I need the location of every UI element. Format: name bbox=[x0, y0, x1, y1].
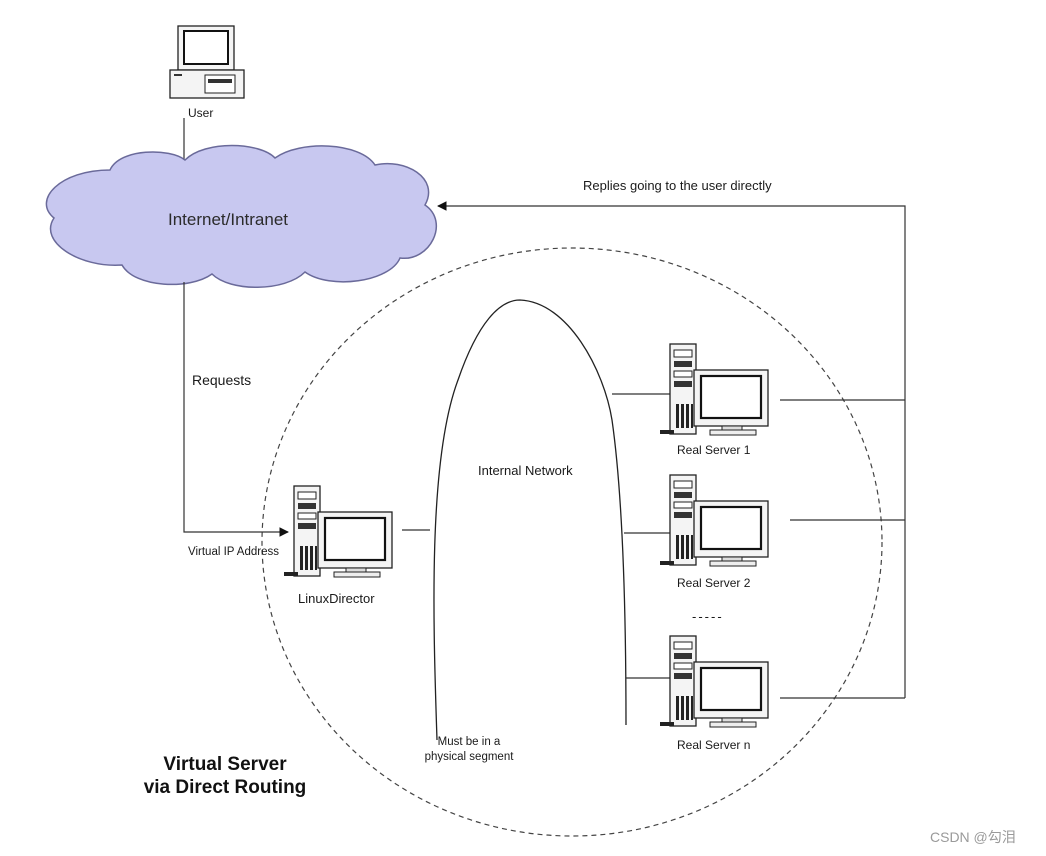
network-note-line-2: physical segment bbox=[424, 751, 514, 763]
cloud-label: Internet/Intranet bbox=[168, 210, 289, 229]
virtual-ip-label: Virtual IP Address bbox=[188, 546, 279, 558]
real-server-n-label: Real Server n bbox=[677, 738, 751, 752]
internet-cloud-icon bbox=[45, 144, 437, 288]
linux-director-server-icon bbox=[282, 484, 394, 579]
user-computer-icon bbox=[169, 25, 245, 99]
real-server-n-icon bbox=[658, 634, 770, 729]
linux-director-label: LinuxDirector bbox=[298, 591, 375, 606]
real-server-1-icon bbox=[658, 342, 770, 437]
diagram-title-line-1: Virtual Server bbox=[163, 754, 287, 775]
real-server-2-icon bbox=[658, 473, 770, 568]
watermark: CSDN @勾泪 bbox=[930, 829, 1016, 845]
replies-flow-line bbox=[437, 201, 906, 698]
real-server-2-label: Real Server 2 bbox=[677, 576, 751, 590]
replies-label: Replies going to the user directly bbox=[583, 178, 772, 193]
servers-ellipsis: ----- bbox=[692, 609, 724, 624]
requests-label: Requests bbox=[192, 372, 252, 388]
diagram-title-line-2: via Direct Routing bbox=[143, 777, 307, 798]
internal-network-label: Internal Network bbox=[478, 463, 573, 478]
internal-network-segment bbox=[433, 299, 627, 741]
network-note-line-1: Must be in a bbox=[437, 736, 501, 748]
user-label: User bbox=[188, 106, 214, 120]
real-server-1-label: Real Server 1 bbox=[677, 443, 751, 457]
requests-flow-line bbox=[183, 282, 289, 537]
virtual-server-boundary bbox=[261, 247, 883, 837]
